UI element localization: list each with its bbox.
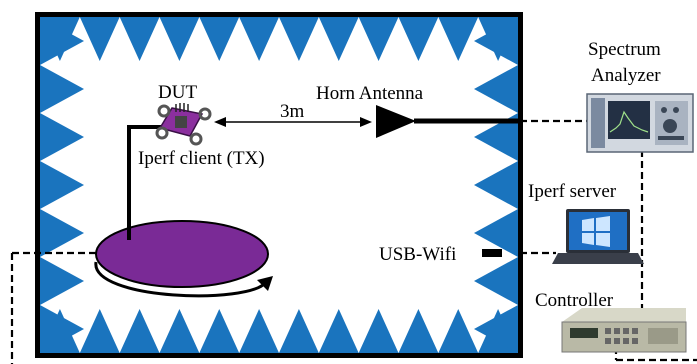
dut-mast — [127, 125, 167, 240]
absorber-cone-right — [474, 305, 518, 353]
spectrum-analyzer-icon — [586, 93, 694, 153]
controller-icon — [561, 308, 687, 353]
distance-arrow — [214, 117, 372, 127]
absorber-cone-bottom — [438, 309, 479, 353]
absorber-cone-bottom — [79, 309, 120, 353]
absorber-cone-right — [474, 209, 518, 257]
spectrum-analyzer-label-line1: Spectrum — [588, 39, 661, 60]
controller-label: Controller — [535, 290, 614, 311]
absorber-cone-top — [318, 17, 359, 61]
absorber-cone-right — [474, 257, 518, 305]
absorber-cone-top — [358, 17, 399, 61]
rf-absorbers — [40, 17, 518, 353]
absorber-cone-left — [40, 209, 84, 257]
absorber-cone-top — [239, 17, 279, 61]
absorber-cone-right — [474, 113, 518, 161]
absorber-cone-bottom — [279, 309, 319, 353]
absorber-cone-left — [40, 161, 84, 209]
turntable — [95, 220, 269, 288]
absorber-cone-bottom — [239, 309, 279, 353]
laptop-icon — [552, 209, 644, 264]
rotation-arrow-icon — [94, 261, 268, 298]
absorber-cone-top — [438, 17, 479, 61]
absorber-cone-top — [79, 17, 120, 61]
absorber-cone-top — [159, 17, 200, 61]
horn-antenna-label: Horn Antenna — [316, 83, 424, 104]
distance-label: 3m — [280, 101, 305, 122]
absorber-cone-bottom — [318, 309, 359, 353]
dashed-cables — [10, 119, 697, 364]
dut-label: DUT — [158, 82, 197, 103]
absorber-cone-left — [40, 305, 84, 353]
horn-antenna-icon — [376, 105, 416, 138]
absorber-cone-top — [119, 17, 160, 61]
absorber-cone-bottom — [159, 309, 200, 353]
absorber-cone-bottom — [119, 309, 160, 353]
absorber-cone-left — [40, 257, 84, 305]
absorber-cone-left — [40, 113, 84, 161]
spectrum-analyzer-label-line2: Analyzer — [591, 65, 661, 86]
absorber-cone-bottom — [199, 309, 240, 353]
drone-icon — [155, 103, 212, 146]
absorber-cone-right — [474, 161, 518, 209]
absorber-cone-top — [398, 17, 439, 61]
iperf-server-label: Iperf server — [528, 181, 617, 202]
absorber-cone-top — [199, 17, 240, 61]
absorber-cone-top — [279, 17, 319, 61]
absorber-cone-bottom — [358, 309, 399, 353]
absorber-cone-left — [40, 17, 84, 65]
usb-wifi-icon — [482, 249, 502, 257]
rotation-arrowhead-icon — [257, 276, 273, 291]
iperf-client-label: Iperf client (TX) — [138, 148, 265, 169]
chamber-wall — [35, 12, 523, 358]
absorber-cone-right — [474, 65, 518, 113]
absorber-cone-bottom — [398, 309, 439, 353]
usb-wifi-label: USB-Wifi — [379, 244, 456, 265]
absorber-cone-right — [474, 17, 518, 65]
absorber-cone-left — [40, 65, 84, 113]
